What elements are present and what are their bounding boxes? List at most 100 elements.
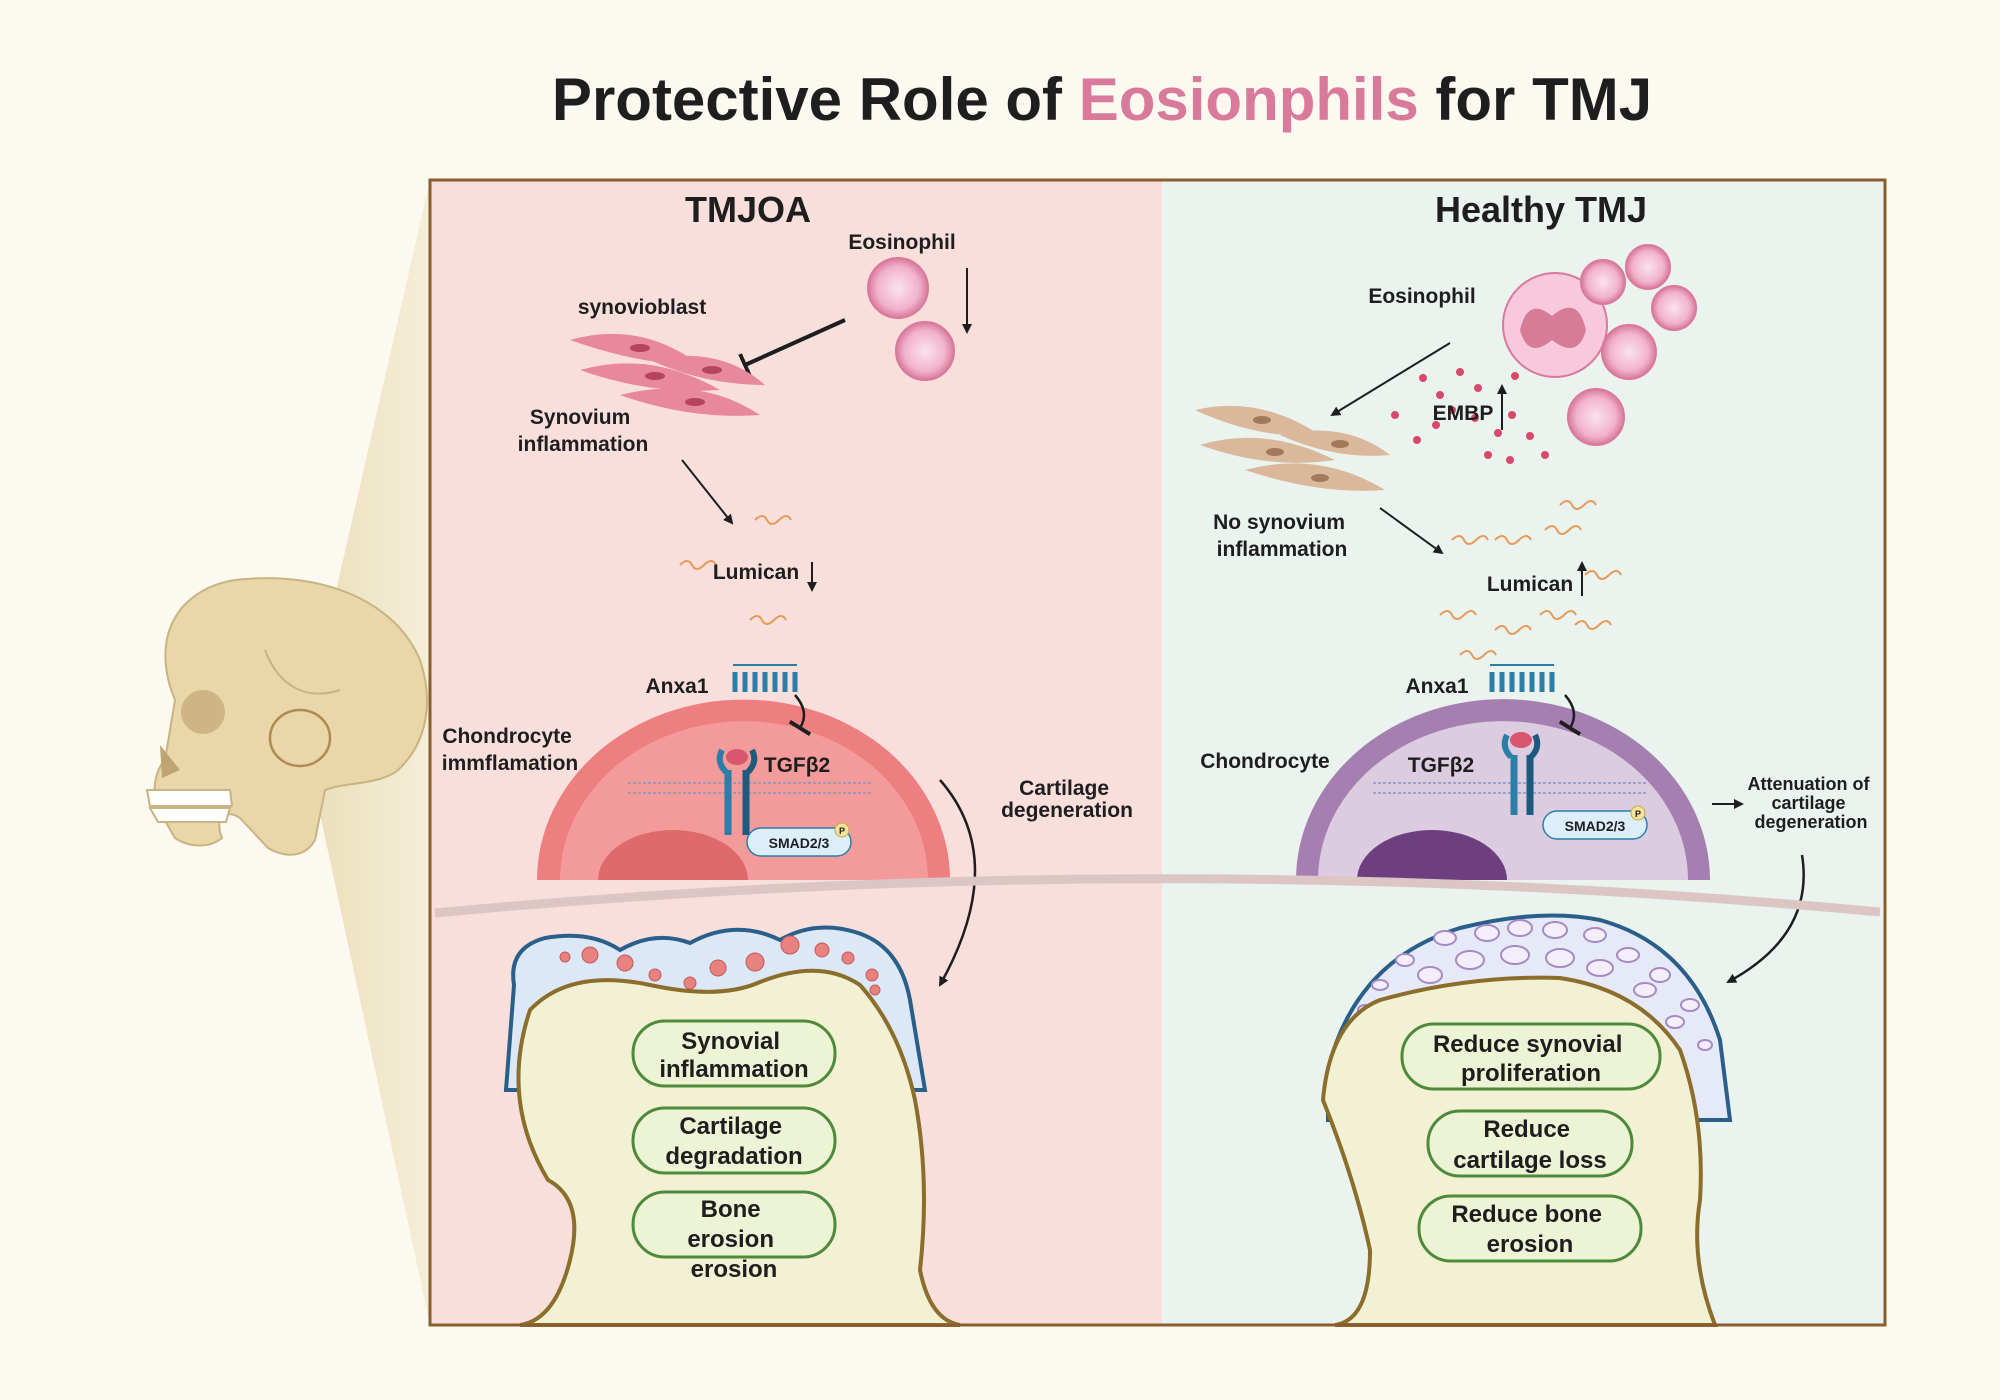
nosyn-line-1: No synovium (1213, 511, 1345, 534)
right-outcome-2-pill (1426, 1109, 1634, 1178)
embp-label: EMBP (1433, 402, 1494, 425)
attenuation-curve-arrow (1726, 854, 1805, 984)
left-outcome-2-text: Cartilage degradation (665, 1113, 802, 1170)
right-outcome-3-line-2: erosion (1487, 1231, 1574, 1258)
cartilage-line-2: degeneration (1001, 799, 1133, 822)
right-phospho-label: P (1635, 809, 1641, 819)
right-anxa1-receptor (1489, 664, 1555, 692)
left-tgfb2-label: TGFβ2 (764, 754, 831, 777)
embp-granules (1391, 368, 1549, 464)
left-outcome-1-line-2: inflammation (659, 1056, 808, 1083)
chondrocyte-inflammation-label: Chondrocyte immflamation (442, 725, 579, 775)
right-eosinophil-cell-4 (1601, 324, 1657, 380)
nosyn-line-2: inflammation (1217, 538, 1348, 561)
right-chondrocyte-label: Chondrocyte (1200, 750, 1330, 773)
right-activated-eosinophil (1502, 272, 1608, 378)
atten-line-1: Attenuation of (1748, 774, 1871, 794)
right-smad-label: SMAD2/3 (1565, 818, 1626, 834)
synovioblast-label: synovioblast (578, 296, 706, 319)
right-chondrocyte-nucleus (1357, 830, 1507, 880)
synovium-line-2: inflammation (518, 433, 649, 456)
left-outcome-1-pill (631, 1019, 837, 1088)
right-outcome-3-text: Reduce bone erosion (1451, 1201, 1608, 1258)
right-synoviocyte-cluster (1195, 405, 1390, 491)
right-anxa1-inhibition (1558, 694, 1582, 737)
left-outcome-1-text: Synovial inflammation (659, 1028, 808, 1083)
healthy-heading: Healthy TMJ (1435, 189, 1647, 230)
no-synovium-inflammation-label: No synovium inflammation (1213, 511, 1351, 561)
right-tgfb2-label: TGFβ2 (1408, 754, 1475, 777)
cartilage-degeneration-label: Cartilage degeneration (1001, 777, 1133, 822)
right-eosinophil-cell-1 (1580, 259, 1626, 305)
title-part-3: for TMJ (1419, 66, 1652, 133)
right-eosinophil-cell-5 (1567, 388, 1625, 446)
right-outcome-2-line-1: Reduce (1483, 1116, 1570, 1143)
right-outcome-3-line-1: Reduce bone (1451, 1201, 1602, 1228)
left-phospho-circle (834, 822, 850, 838)
synovium-inflammation-label: Synovium inflammation (518, 406, 649, 456)
cartilage-line-1: Cartilage (1019, 777, 1109, 800)
right-outcome-1-line-1: Reduce synovial (1433, 1031, 1622, 1058)
title-accent: Eosionphils (1079, 66, 1419, 133)
left-outcome-2-line-1: Cartilage (679, 1113, 782, 1140)
left-outcome-3-line-3: erosion (691, 1256, 778, 1283)
right-outcome-1-pill (1400, 1022, 1662, 1091)
synovium-line-1: Synovium (530, 406, 630, 429)
left-eosinophil-label: Eosinophil (848, 231, 955, 254)
title-part-1: Protective Role of (552, 66, 1079, 133)
left-eosinophil-cell-1 (867, 257, 929, 319)
right-lumican-label: Lumican (1487, 573, 1573, 596)
attenuation-label: Attenuation of cartilage degeneration (1748, 774, 1875, 832)
left-inflamed-cells (559, 935, 881, 996)
right-lumican-fibers (1439, 500, 1622, 660)
left-outcome-2-pill (631, 1106, 837, 1175)
right-eosinophil-label: Eosinophil (1368, 285, 1475, 308)
chondro-line-2: immflamation (442, 752, 579, 775)
synovium-to-lumican-arrow (681, 459, 734, 525)
atten-line-2: cartilage (1771, 793, 1845, 813)
left-lumican-label: Lumican (713, 561, 799, 584)
left-outcome-3-pill (631, 1190, 837, 1259)
page-title: Protective Role of Eosionphils for TMJ (552, 66, 1652, 133)
right-outcome-3-pill (1417, 1194, 1643, 1263)
diagram-frame (428, 178, 1887, 1327)
right-outcome-1-text: Reduce synovial proliferation (1433, 1031, 1629, 1087)
right-tgfb2-receptor (1501, 732, 1541, 815)
eosinophil-inhibition-line (738, 318, 846, 377)
left-smad-box (746, 827, 852, 857)
chondro-line-1: Chondrocyte (442, 725, 572, 748)
right-healthy-cells (1357, 919, 1713, 1051)
left-outcome-2-line-2: degradation (665, 1143, 802, 1170)
eosinophil-to-synovium-arrow (1330, 342, 1451, 417)
left-outcome-1-line-1: Synovial (681, 1028, 780, 1055)
skull-illustration (145, 577, 428, 856)
left-smad-label: SMAD2/3 (769, 835, 830, 851)
left-outcome-3-line-2: erosion (687, 1226, 774, 1253)
left-tgfb2-receptor (716, 748, 758, 835)
left-eosinophil-cell-2 (895, 321, 955, 381)
nosyn-to-lumican-arrow (1379, 507, 1444, 555)
right-outcome-1-line-2: proliferation (1461, 1060, 1601, 1087)
left-phospho-label: P (839, 826, 845, 836)
tmjoa-heading: TMJOA (685, 189, 811, 230)
left-synoviocyte-cluster (570, 333, 765, 416)
right-smad-box (1542, 810, 1648, 840)
left-anxa1-receptor (732, 664, 798, 692)
joint-line (434, 874, 1881, 918)
right-outcome-2-line-2: cartilage loss (1453, 1147, 1606, 1174)
left-outcome-3-text: Bone erosion erosion (687, 1196, 780, 1283)
left-lumican-fibers (679, 515, 792, 625)
left-anxa1-label: Anxa1 (645, 675, 708, 698)
right-phospho-circle (1630, 805, 1646, 821)
atten-line-3: degeneration (1754, 812, 1867, 832)
right-eosinophil-cell-3 (1651, 285, 1697, 331)
right-outcome-2-text: Reduce cartilage loss (1453, 1116, 1606, 1174)
left-outcome-3-line-1: Bone (701, 1196, 761, 1223)
cartilage-degeneration-arrow (938, 779, 977, 987)
right-eosinophil-cell-2 (1625, 244, 1671, 290)
left-anxa1-inhibition (788, 694, 812, 737)
left-chondrocyte-nucleus (598, 830, 748, 880)
right-anxa1-label: Anxa1 (1405, 675, 1468, 698)
